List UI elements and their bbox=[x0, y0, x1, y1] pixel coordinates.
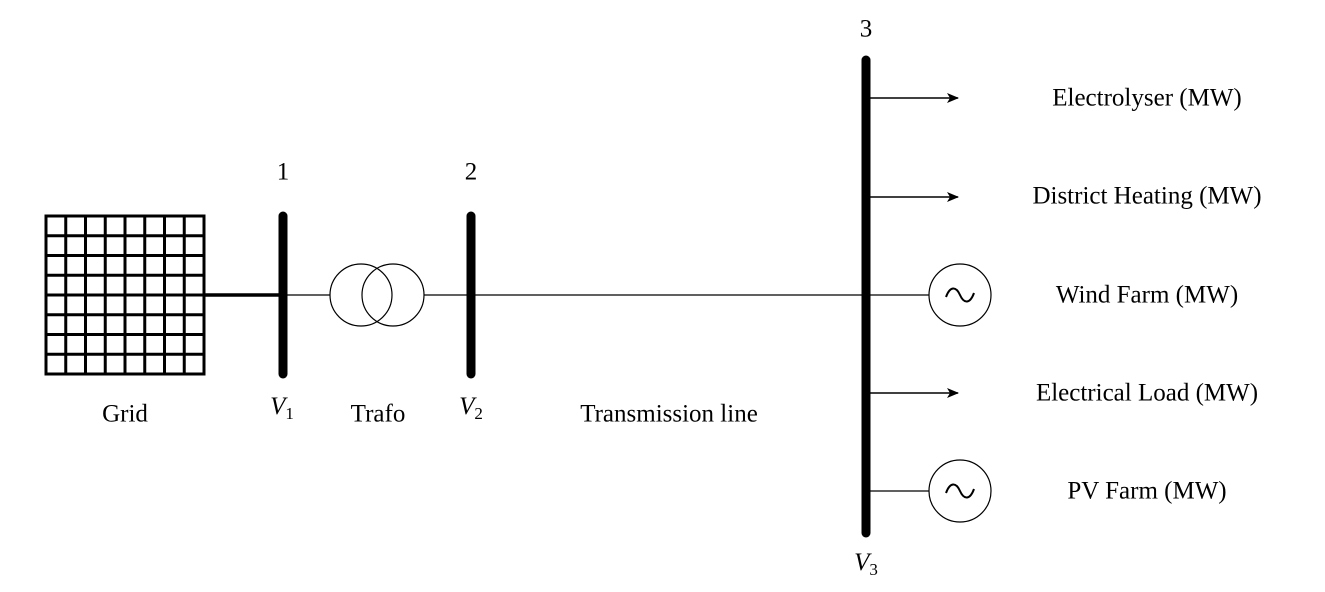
bus-2-voltage: V2 bbox=[459, 393, 483, 423]
pv-farm-sine-icon bbox=[945, 483, 975, 499]
bus-3-number: 3 bbox=[859, 15, 873, 43]
pv-farm-label: PV Farm (MW) bbox=[1067, 477, 1227, 505]
transformer-symbol bbox=[329, 263, 425, 327]
bus-1-voltage: V1 bbox=[270, 393, 294, 423]
trafo-label: Trafo bbox=[350, 400, 406, 428]
pv-farm-generator-icon bbox=[928, 459, 992, 523]
wind-farm-generator-icon bbox=[928, 263, 992, 327]
grid-label: Grid bbox=[102, 400, 148, 428]
district-heating-label: District Heating (MW) bbox=[1032, 182, 1262, 210]
bus-2-number: 2 bbox=[464, 158, 478, 186]
transmission-line-label: Transmission line bbox=[580, 400, 758, 428]
bus-3-voltage: V3 bbox=[854, 549, 878, 579]
wind-farm-label: Wind Farm (MW) bbox=[1055, 281, 1239, 309]
bus-1-number: 1 bbox=[276, 158, 290, 186]
grid-symbol bbox=[44, 214, 206, 376]
electrolyser-label: Electrolyser (MW) bbox=[1052, 84, 1242, 112]
wind-farm-sine-icon bbox=[945, 287, 975, 303]
electrical-load-label: Electrical Load (MW) bbox=[1035, 379, 1259, 407]
